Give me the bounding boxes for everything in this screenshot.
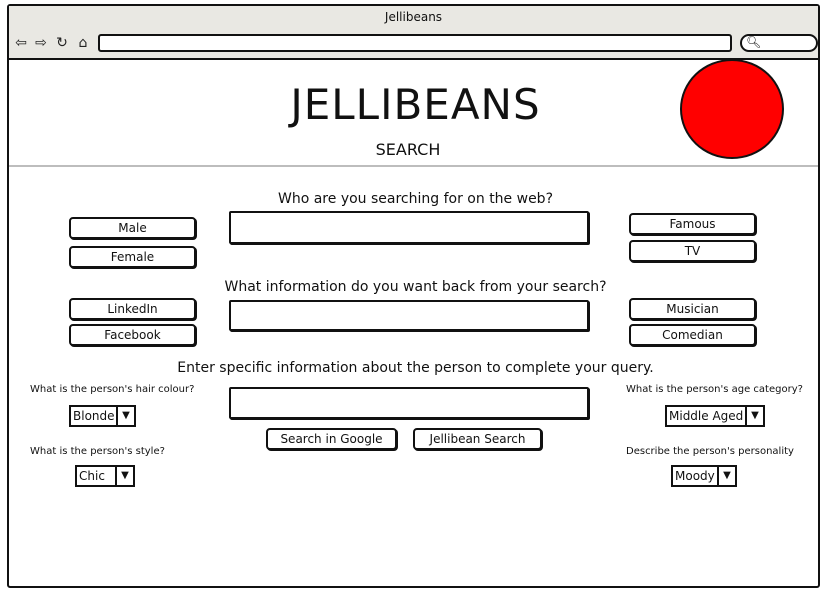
header-divider bbox=[9, 165, 818, 167]
age-category-select[interactable]: Middle Aged ▼ bbox=[665, 405, 765, 427]
hair-colour-label: What is the person's hair colour? bbox=[30, 384, 195, 395]
male-button[interactable]: Male bbox=[69, 217, 196, 239]
specific-input[interactable] bbox=[229, 387, 589, 419]
hair-colour-select[interactable]: Blonde ▼ bbox=[69, 405, 136, 427]
facebook-button[interactable]: Facebook bbox=[69, 324, 196, 346]
back-arrow-icon[interactable]: ⇦ bbox=[15, 35, 27, 51]
tv-button[interactable]: TV bbox=[629, 240, 756, 262]
reload-icon[interactable]: ↻ bbox=[56, 35, 68, 51]
browser-toolbar: ⇦ ⇨ ↻ ⌂ 🔍︎ bbox=[9, 30, 818, 60]
personality-label: Describe the person's personality bbox=[626, 446, 794, 457]
style-label: What is the person's style? bbox=[30, 446, 165, 457]
chevron-down-icon[interactable]: ▼ bbox=[115, 467, 133, 485]
who-question: Who are you searching for on the web? bbox=[278, 191, 553, 207]
jellibean-search-button[interactable]: Jellibean Search bbox=[413, 428, 542, 450]
personality-value: Moody bbox=[675, 469, 715, 483]
age-category-label: What is the person's age category? bbox=[626, 384, 803, 395]
musician-button[interactable]: Musician bbox=[629, 298, 756, 320]
magnifier-icon: 🔍︎ bbox=[746, 35, 762, 49]
specific-question: Enter specific information about the per… bbox=[177, 360, 654, 376]
forward-arrow-icon[interactable]: ⇨ bbox=[35, 35, 47, 51]
what-question: What information do you want back from y… bbox=[224, 279, 607, 295]
famous-button[interactable]: Famous bbox=[629, 213, 756, 235]
age-category-value: Middle Aged bbox=[669, 409, 744, 423]
page-subtitle: SEARCH bbox=[375, 140, 441, 159]
personality-select[interactable]: Moody ▼ bbox=[671, 465, 737, 487]
window-title: Jellibeans bbox=[9, 6, 818, 31]
browser-window: Jellibeans ⇦ ⇨ ↻ ⌂ 🔍︎ JELLIBEANS SEARCH … bbox=[7, 4, 820, 588]
app-title: JELLIBEANS bbox=[290, 80, 541, 129]
hair-colour-value: Blonde bbox=[73, 409, 115, 423]
chevron-down-icon[interactable]: ▼ bbox=[116, 407, 134, 425]
what-input[interactable] bbox=[229, 300, 589, 331]
female-button[interactable]: Female bbox=[69, 246, 196, 268]
who-input[interactable] bbox=[229, 211, 589, 244]
home-icon[interactable]: ⌂ bbox=[78, 35, 88, 51]
chevron-down-icon[interactable]: ▼ bbox=[745, 407, 763, 425]
browser-search-box[interactable]: 🔍︎ bbox=[740, 34, 818, 52]
chevron-down-icon[interactable]: ▼ bbox=[717, 467, 735, 485]
style-value: Chic bbox=[79, 469, 105, 483]
search-google-button[interactable]: Search in Google bbox=[266, 428, 397, 450]
style-select[interactable]: Chic ▼ bbox=[75, 465, 135, 487]
address-bar[interactable] bbox=[98, 34, 732, 52]
comedian-button[interactable]: Comedian bbox=[629, 324, 756, 346]
linkedin-button[interactable]: LinkedIn bbox=[69, 298, 196, 320]
logo-circle bbox=[680, 59, 784, 159]
